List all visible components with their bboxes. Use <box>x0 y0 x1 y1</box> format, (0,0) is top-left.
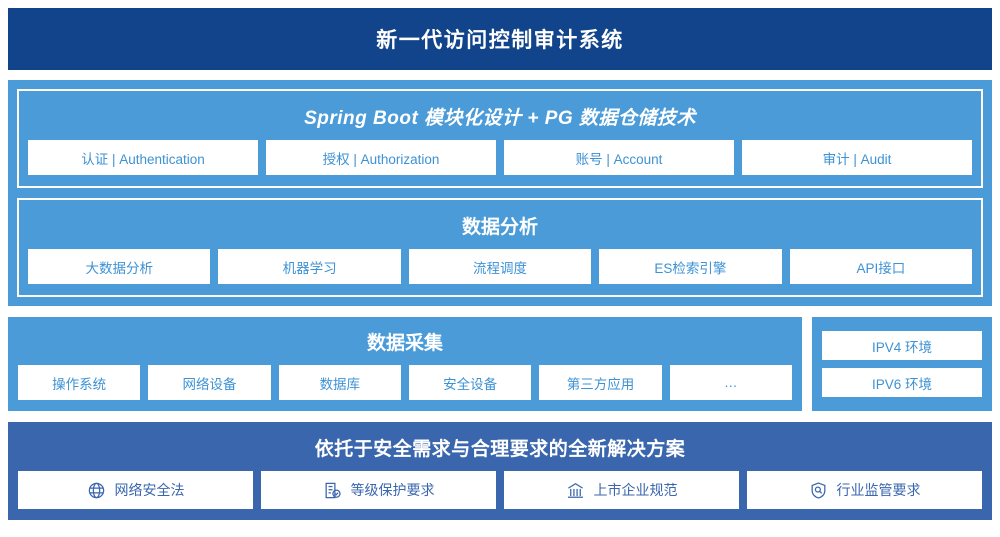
chip-third-party-app[interactable]: 第三方应用 <box>539 365 662 400</box>
chip-cybersecurity-law[interactable]: 网络安全法 <box>18 471 253 509</box>
chip-more[interactable]: … <box>669 365 792 400</box>
module-chip-row: 认证 | Authentication 授权 | Authorization 账… <box>28 140 972 175</box>
chip-industry-regulation[interactable]: 行业监管要求 <box>747 471 982 509</box>
page-title: 新一代访问控制审计系统 <box>376 29 624 52</box>
platform-panel: Spring Boot 模块化设计 + PG 数据仓储技术 认证 | Authe… <box>8 80 992 306</box>
chip-api-interface[interactable]: API接口 <box>789 249 973 284</box>
chip-audit[interactable]: 审计 | Audit <box>742 140 972 175</box>
module-data-analysis: 数据分析 大数据分析 机器学习 流程调度 ES检索引擎 API接口 <box>17 198 983 297</box>
chip-database[interactable]: 数据库 <box>278 365 401 400</box>
collection-row: 数据采集 操作系统 网络设备 数据库 安全设备 第三方应用 … IPV4 环境 … <box>8 317 992 411</box>
chip-label: 上市企业规范 <box>593 482 678 498</box>
chip-ipv6-environment[interactable]: IPV6 环境 <box>822 368 982 397</box>
header-banner: 新一代访问控制审计系统 <box>8 8 992 70</box>
chip-ipv4-environment[interactable]: IPV4 环境 <box>822 331 982 360</box>
module-chip-row: 大数据分析 机器学习 流程调度 ES检索引擎 API接口 <box>28 249 973 284</box>
module-title: 数据分析 <box>461 217 538 238</box>
chip-listed-company-standard[interactable]: 上市企业规范 <box>504 471 739 509</box>
module-title: 数据采集 <box>366 333 443 354</box>
bank-icon <box>566 481 585 500</box>
globe-icon <box>87 481 106 500</box>
solution-panel: 依托于安全需求与合理要求的全新解决方案 网络安全法 <box>8 422 992 520</box>
module-title: Spring Boot 模块化设计 + PG 数据仓储技术 <box>304 108 696 129</box>
chip-process-scheduling[interactable]: 流程调度 <box>408 249 592 284</box>
chip-authentication[interactable]: 认证 | Authentication <box>28 140 258 175</box>
chip-account[interactable]: 账号 | Account <box>504 140 734 175</box>
chip-classified-protection[interactable]: 等级保护要求 <box>261 471 496 509</box>
architecture-diagram: 新一代访问控制审计系统 Spring Boot 模块化设计 + PG 数据仓储技… <box>0 8 1000 537</box>
collection-chip-row: 操作系统 网络设备 数据库 安全设备 第三方应用 … <box>18 365 792 400</box>
module-spring-boot: Spring Boot 模块化设计 + PG 数据仓储技术 认证 | Authe… <box>17 89 983 188</box>
shield-search-icon <box>809 481 828 500</box>
document-check-icon <box>323 481 342 500</box>
chip-es-search-engine[interactable]: ES检索引擎 <box>599 249 782 284</box>
ipv-environment-panel: IPV4 环境 IPV6 环境 <box>812 317 992 411</box>
chip-machine-learning[interactable]: 机器学习 <box>218 249 401 284</box>
chip-label: 网络安全法 <box>114 482 185 498</box>
module-data-collection: 数据采集 操作系统 网络设备 数据库 安全设备 第三方应用 … <box>8 317 802 411</box>
compliance-chip-row: 网络安全法 等级保护要求 <box>18 471 982 509</box>
chip-big-data-analysis[interactable]: 大数据分析 <box>28 249 211 284</box>
chip-label: 等级保护要求 <box>350 482 435 498</box>
chip-label: 行业监管要求 <box>836 482 921 498</box>
chip-security-device[interactable]: 安全设备 <box>408 365 532 400</box>
chip-authorization[interactable]: 授权 | Authorization <box>266 140 496 175</box>
solution-title: 依托于安全需求与合理要求的全新解决方案 <box>314 439 686 460</box>
chip-network-device[interactable]: 网络设备 <box>148 365 271 400</box>
chip-operating-system[interactable]: 操作系统 <box>18 365 141 400</box>
